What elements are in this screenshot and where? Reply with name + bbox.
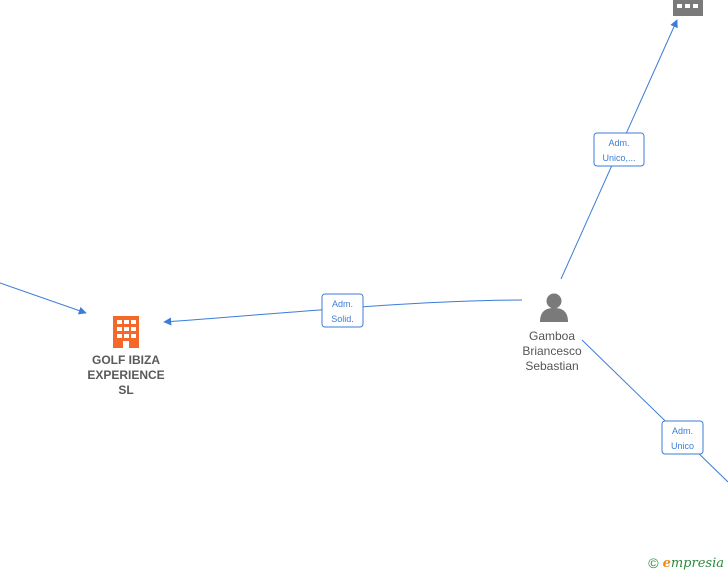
edge-label-adm-solid[interactable]: Adm. Solid.	[321, 293, 364, 328]
edge-label-adm-unico-ellipsis[interactable]: Adm. Unico,...	[593, 132, 645, 167]
person-label[interactable]: Gamboa Briancesco Sebastian	[502, 329, 602, 374]
edge-incoming-left	[0, 282, 87, 315]
person-label-line: Sebastian	[525, 359, 579, 373]
company-building-icon[interactable]	[673, 0, 703, 16]
company-label[interactable]: GOLF IBIZA EXPERIENCE SL	[71, 353, 181, 398]
company-label-line: SL	[118, 383, 134, 397]
company-label-line: GOLF IBIZA	[92, 353, 160, 367]
edge-person-to-bottom-right	[581, 339, 728, 483]
edge-label-line: Solid.	[331, 314, 354, 324]
edge-label-line: Adm.	[332, 299, 353, 309]
empresia-logo: empresia	[662, 555, 724, 571]
edge-label-line: Adm.	[608, 138, 629, 148]
company-label-line: EXPERIENCE	[87, 368, 165, 382]
edge-label-line: Adm.	[672, 426, 693, 436]
person-label-line: Gamboa	[528, 329, 576, 343]
company-building-icon[interactable]	[113, 316, 139, 348]
edge-label-adm-unico[interactable]: Adm. Unico	[661, 420, 704, 455]
edge-label-line: Unico	[671, 441, 694, 451]
person-label-line: Briancesco	[522, 344, 582, 358]
edge-label-line: Unico,...	[602, 153, 635, 163]
copyright-icon: ©	[648, 555, 659, 571]
brand-watermark: © empresia	[648, 555, 724, 571]
person-icon[interactable]	[540, 293, 568, 323]
